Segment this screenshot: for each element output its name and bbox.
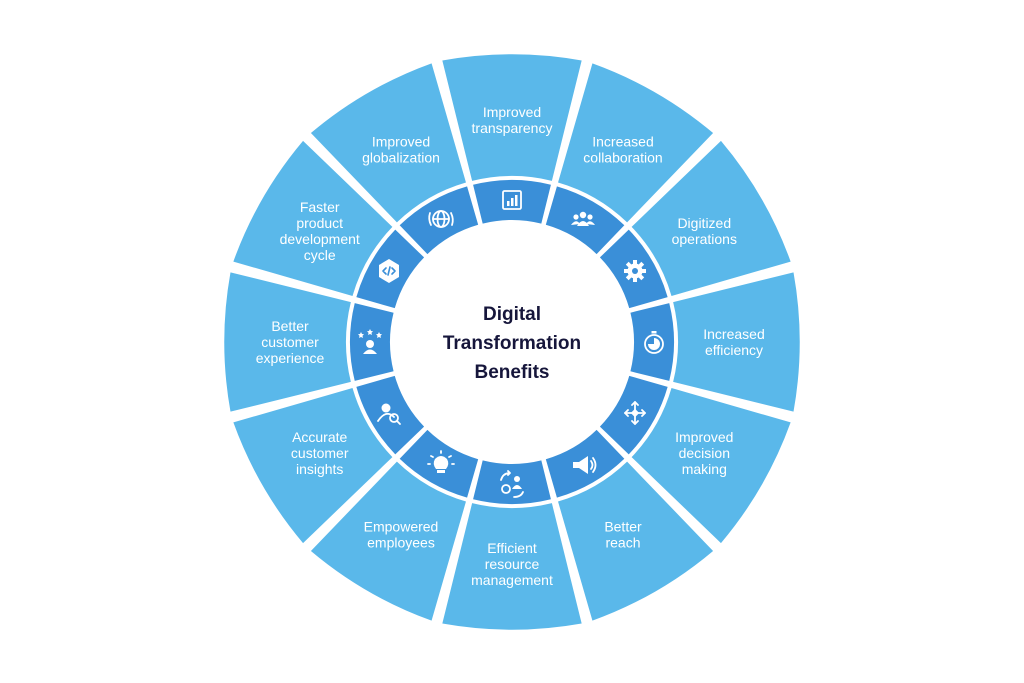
- segment-outer-wedge: [310, 461, 466, 621]
- segment-label-line: product: [296, 215, 343, 231]
- segment-label-line: decision: [679, 445, 730, 461]
- segment-label-line: Digitized: [677, 215, 731, 231]
- customer-rating-icon: [358, 329, 382, 354]
- segment-label-line: resource: [485, 556, 540, 572]
- segment-inner-band: [545, 186, 625, 255]
- segment-outer-wedge: [631, 140, 791, 296]
- segment-outer-wedge: [233, 140, 393, 296]
- segment-label-line: globalization: [362, 150, 440, 166]
- center-circle: [394, 224, 630, 460]
- segment-label-line: Increased: [592, 134, 653, 150]
- segment-outer-wedge: [310, 63, 466, 223]
- segment-label-line: Improved: [372, 134, 430, 150]
- segments-layer: ImprovedtransparencyIncreasedcollaborati…: [224, 54, 800, 630]
- segment-label-line: Improved: [483, 104, 541, 120]
- segment-label-line: transparency: [472, 120, 553, 136]
- center-title-line-2: Transformation: [443, 333, 581, 354]
- segment-label-line: Accurate: [292, 429, 347, 445]
- segment-label-line: Efficient: [487, 540, 537, 556]
- segment-inner-band: [399, 186, 479, 255]
- segment-outer-wedge: [558, 461, 714, 621]
- user-search-icon: [377, 403, 401, 425]
- globe-icon: [428, 210, 454, 228]
- segment-label-line: insights: [296, 461, 343, 477]
- segment-outer-wedge: [673, 272, 800, 412]
- center-title-line-1: Digital: [483, 304, 541, 325]
- segment-label-line: reach: [605, 534, 640, 550]
- gear-icon: [624, 260, 646, 282]
- segment-label-line: operations: [672, 231, 737, 247]
- megaphone-icon: [573, 456, 597, 474]
- segment-label-line: management: [471, 572, 553, 588]
- segment-outer-wedge: [224, 272, 351, 412]
- segment-label-line: Better: [604, 518, 642, 534]
- segment-label-line: Better: [271, 318, 309, 334]
- segment-label-line: development: [280, 231, 360, 247]
- segment-label-line: efficiency: [705, 342, 763, 358]
- stopwatch-icon: [644, 331, 664, 354]
- segment-label-line: making: [682, 461, 727, 477]
- segment-outer-wedge: [442, 54, 582, 181]
- segment-label-line: Empowered: [364, 518, 439, 534]
- bar-chart-icon: [502, 190, 522, 210]
- segment-label-line: Faster: [300, 199, 340, 215]
- segment-outer-wedge: [631, 388, 791, 544]
- resource-management-icon: [500, 470, 524, 498]
- team-icon: [571, 211, 595, 226]
- segment-outer-wedge: [233, 388, 393, 544]
- code-icon: [379, 259, 399, 283]
- segment-label-line: employees: [367, 534, 435, 550]
- segment-label-line: customer: [261, 334, 319, 350]
- segment-inner-band: [473, 460, 551, 505]
- segment-label-line: customer: [291, 445, 349, 461]
- segment-label-line: experience: [256, 350, 325, 366]
- segment-label-line: cycle: [304, 247, 336, 263]
- lightbulb-icon: [427, 450, 455, 473]
- segment-label-line: collaboration: [583, 150, 662, 166]
- segment-outer-wedge: [558, 63, 714, 223]
- segment-outer-wedge: [442, 503, 582, 630]
- segment-label-line: Increased: [703, 326, 764, 342]
- segment-inner-band: [630, 303, 675, 381]
- segment-label-line: Improved: [675, 429, 733, 445]
- center-title-line-3: Benefits: [475, 362, 550, 383]
